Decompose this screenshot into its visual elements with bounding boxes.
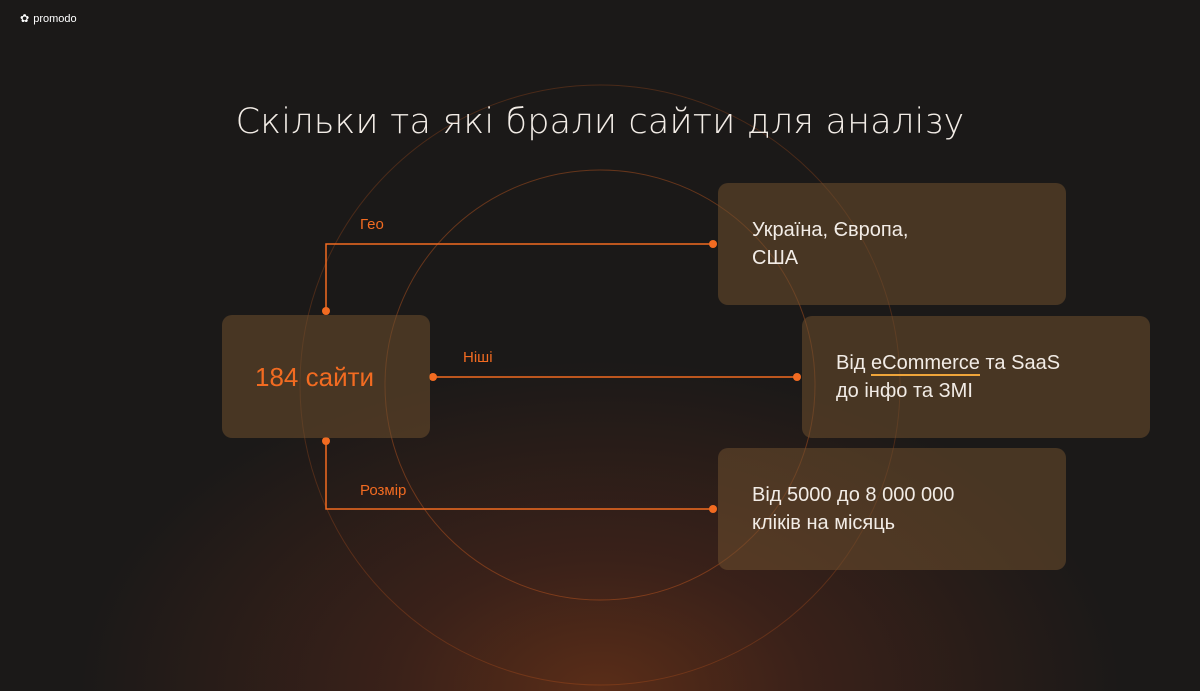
page-title: Скільки та які брали сайти для аналізу xyxy=(235,102,965,142)
size-label: Розмір xyxy=(360,482,407,499)
geo-connector xyxy=(325,243,713,311)
geo-box: Україна, Європа,США xyxy=(718,183,1066,305)
size-connector xyxy=(325,441,713,510)
sites-count-box: 184 сайти xyxy=(222,315,430,438)
connector-dot xyxy=(709,240,717,248)
connector-dot xyxy=(322,307,330,315)
niche-label: Ніші xyxy=(463,349,493,366)
highlight-underline: eCommerce xyxy=(871,352,980,376)
connector-dot xyxy=(322,437,330,445)
logo: ✿promodo xyxy=(20,12,77,26)
logo-icon: ✿ xyxy=(20,13,30,25)
connector-dot xyxy=(709,505,717,513)
connector-dot xyxy=(793,373,801,381)
connector-dot xyxy=(429,373,437,381)
geo-label: Гео xyxy=(360,216,384,233)
